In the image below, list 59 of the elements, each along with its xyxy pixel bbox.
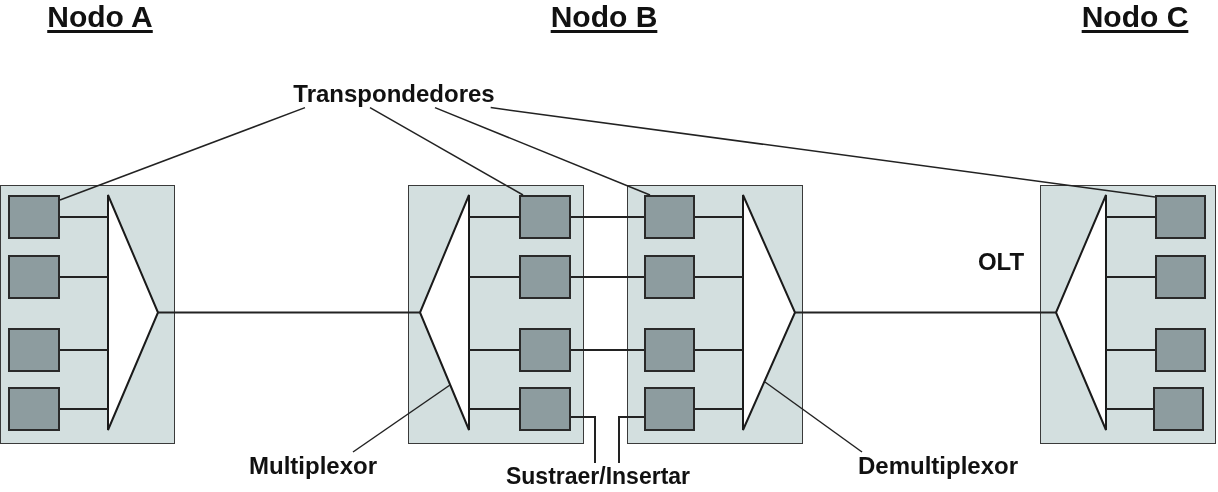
multiplexer-triangle <box>742 194 795 430</box>
callout-label: Sustraer/Insertar <box>505 463 691 490</box>
connection-line <box>59 349 109 351</box>
connection-line <box>59 408 109 410</box>
connection-line <box>570 216 645 218</box>
equipment-panel <box>1040 185 1216 444</box>
transponder-box <box>518 254 571 299</box>
transponder-box <box>7 327 60 372</box>
connection-line <box>468 276 520 278</box>
transponder-box <box>643 194 695 239</box>
transponder-box <box>1154 327 1206 372</box>
connection-line <box>570 276 645 278</box>
transponder-box <box>643 254 695 299</box>
connection-line <box>694 408 744 410</box>
transponder-box <box>518 386 571 431</box>
transponder-box <box>7 386 60 431</box>
node-heading: Nodo C <box>1081 0 1189 35</box>
callout-label: Multiplexor <box>249 452 377 480</box>
connection-line <box>1105 276 1156 278</box>
connection-line <box>1105 216 1156 218</box>
transponder-box <box>1154 194 1206 239</box>
transponder-box <box>518 194 571 239</box>
transponder-box <box>1152 386 1204 431</box>
callout-label: Demultiplexor <box>858 452 1018 480</box>
leader-line <box>764 381 863 453</box>
leader-line <box>369 106 524 196</box>
side-label: OLT <box>977 248 1025 276</box>
add-drop-line <box>618 416 645 464</box>
connection-line <box>794 311 1057 314</box>
transponder-box <box>518 327 571 372</box>
callout-label: Transpondedores <box>293 80 495 108</box>
add-drop-line <box>570 416 596 464</box>
connection-line <box>468 349 520 351</box>
leader-line <box>434 106 651 196</box>
transponder-box <box>643 327 695 372</box>
connection-line <box>1105 349 1156 351</box>
equipment-panel <box>0 185 175 444</box>
connection-line <box>468 216 520 218</box>
transponder-box <box>7 254 60 299</box>
connection-line <box>1105 408 1154 410</box>
equipment-panel <box>627 185 803 444</box>
connection-line <box>694 276 744 278</box>
connection-line <box>570 349 645 351</box>
node-heading: Nodo A <box>47 0 153 35</box>
connection-line <box>694 216 744 218</box>
connection-line <box>59 276 109 278</box>
transponder-box <box>1154 254 1206 299</box>
multiplexer-triangle <box>107 194 158 430</box>
leader-line <box>489 106 1156 198</box>
transponder-box <box>643 386 695 431</box>
equipment-panel <box>408 185 584 444</box>
node-heading: Nodo B <box>550 0 658 35</box>
multiplexer-triangle <box>1055 194 1106 430</box>
transponder-box <box>7 194 60 239</box>
leader-line <box>352 384 451 453</box>
multiplexer-triangle <box>419 194 469 430</box>
connection-line <box>694 349 744 351</box>
connection-line <box>157 311 421 314</box>
connection-line <box>468 408 520 410</box>
